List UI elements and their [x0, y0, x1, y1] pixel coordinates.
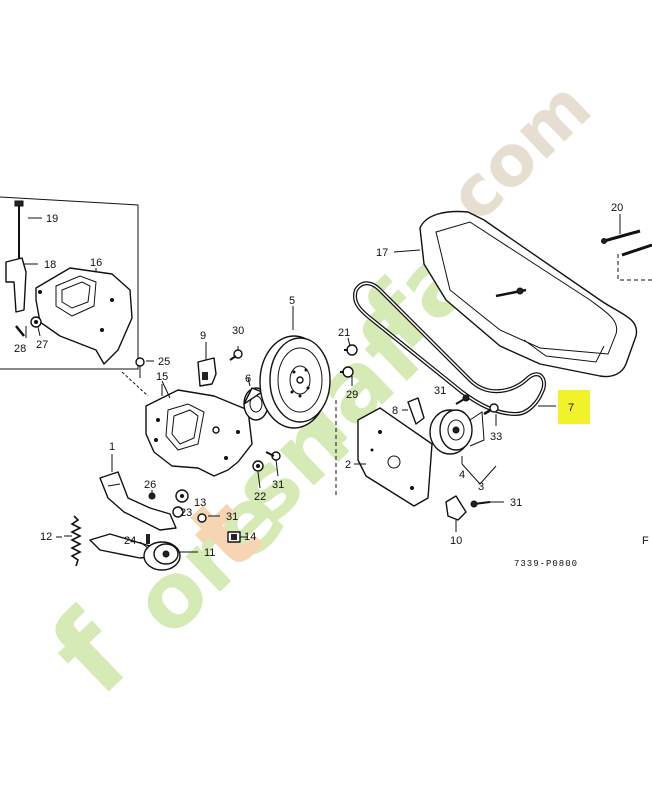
callout-3: 3: [478, 481, 484, 493]
pin-28: [15, 325, 25, 337]
callout-33: 33: [490, 431, 502, 443]
callout-24: 24: [124, 535, 136, 547]
drive-belt-7: [353, 281, 556, 417]
upper-left-assembly: [0, 196, 139, 370]
highlighted-callout-7: 7: [558, 390, 590, 424]
callout-30: 30: [232, 325, 244, 337]
callout-5: 5: [289, 295, 295, 307]
callout-25: 25: [158, 356, 170, 368]
upper-right-bolts: [601, 214, 652, 281]
callout-27: 27: [36, 339, 48, 351]
callout-4: 4: [459, 469, 465, 481]
tension-assembly: [354, 394, 504, 532]
callout-7: 7: [568, 402, 574, 414]
callout-22: 22: [254, 491, 266, 503]
bracket-18: [5, 257, 27, 313]
belt-cover-16-window: [55, 275, 97, 317]
callout-17: 17: [376, 247, 388, 259]
bolt-20: [603, 229, 641, 243]
callout-13: 13: [194, 497, 206, 509]
plate-2: [357, 407, 433, 507]
callout-6: 6: [245, 373, 251, 385]
plate-15-opening: [165, 403, 205, 451]
callout-23: 23: [180, 507, 192, 519]
lower-left-linkage: [56, 384, 248, 571]
callout-28: 28: [14, 343, 26, 355]
bracket-10: [445, 495, 467, 521]
diagram-code: 7339-P0800: [514, 559, 578, 569]
bolt-21: [346, 344, 358, 356]
large-pulley-5: [259, 306, 337, 498]
plate-15: [145, 389, 253, 477]
arm-1: [99, 471, 177, 531]
callout-12: 12: [40, 531, 52, 543]
partial-letter: F: [642, 535, 649, 547]
belt-cover-17: [393, 210, 638, 378]
bracket-8: [407, 397, 425, 425]
bolt-25: [135, 357, 145, 367]
bolts-21-29: [340, 337, 358, 386]
callout-31-bottom: 31: [510, 497, 522, 509]
belt-cover-16: [35, 267, 133, 365]
callout-10: 10: [450, 535, 462, 547]
callout-16: 16: [90, 257, 102, 269]
callout-29: 29: [346, 389, 358, 401]
callout-31-center: 31: [272, 479, 284, 491]
callout-7-highlight: [558, 390, 590, 424]
callout-1: 1: [109, 441, 115, 453]
washer-23: [172, 506, 184, 518]
cover-17-body: [419, 210, 638, 378]
callout-9: 9: [200, 330, 206, 342]
bolt-29: [342, 366, 354, 378]
callout-11: 11: [204, 547, 215, 559]
callout-labels: 19 18 16 28 27 25 15 9 30 6 5 21 29 17 2…: [14, 202, 649, 559]
callout-2: 2: [345, 459, 351, 471]
long-bolt-head: [14, 200, 24, 207]
callout-21: 21: [338, 327, 350, 339]
assembly-frame-left: [0, 196, 139, 370]
center-left-assembly: [121, 342, 281, 489]
bolt-32: [197, 513, 207, 523]
callout-31-top: 31: [434, 385, 446, 397]
callout-15: 15: [156, 371, 168, 383]
callout-14: 14: [244, 531, 256, 543]
callout-8: 8: [392, 405, 398, 417]
callout-20: 20: [611, 202, 623, 214]
callout-26: 26: [144, 479, 156, 491]
bolt-20b: [621, 243, 652, 257]
spring-12: [70, 515, 82, 567]
callout-18: 18: [44, 259, 56, 271]
callout-32: 31: [226, 511, 238, 523]
callout-19: 19: [46, 213, 58, 225]
